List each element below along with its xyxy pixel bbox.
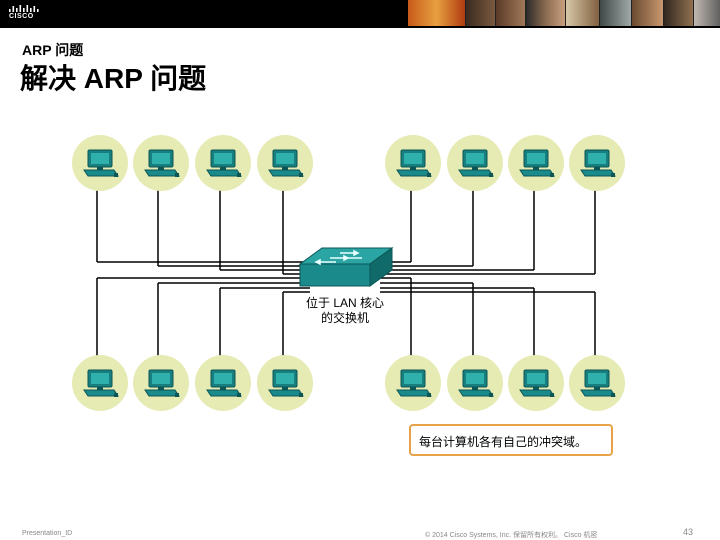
host-computer <box>385 135 441 191</box>
collision-domain-callout: 每台计算机各有自己的冲突域。 <box>409 424 613 456</box>
banner-photo <box>600 0 632 26</box>
host-computer <box>447 355 503 411</box>
host-computer <box>569 355 625 411</box>
banner-photo <box>496 0 526 26</box>
host-group-top <box>72 135 625 191</box>
slide-title: 解决 ARP 问题 <box>20 63 207 94</box>
host-computer <box>72 355 128 411</box>
banner-photos <box>408 0 720 26</box>
footer-copyright: © 2014 Cisco Systems, Inc. 保留所有权利。 Cisco… <box>425 532 598 539</box>
footer-presentation-id: Presentation_ID <box>22 530 73 537</box>
host-computer <box>257 355 313 411</box>
host-computer <box>133 355 189 411</box>
banner-photo <box>526 0 566 26</box>
banner-photo <box>664 0 694 26</box>
banner-photo <box>566 0 600 26</box>
banner-photo <box>466 0 496 26</box>
host-group-bottom <box>72 355 625 411</box>
footer-page-number: 43 <box>683 527 694 537</box>
switch-icon <box>298 247 394 287</box>
banner-photo <box>408 0 466 26</box>
cisco-logo-icon <box>9 5 39 12</box>
host-computer <box>508 355 564 411</box>
cisco-logo-text: CISCO <box>9 13 34 20</box>
host-computer <box>508 135 564 191</box>
host-computer <box>447 135 503 191</box>
host-computer <box>257 135 313 191</box>
host-computer <box>72 135 128 191</box>
slide-subtitle: ARP 问题 <box>22 42 84 58</box>
host-computer <box>385 355 441 411</box>
network-diagram <box>72 135 625 411</box>
host-computer <box>133 135 189 191</box>
host-computer <box>195 355 251 411</box>
host-computer <box>569 135 625 191</box>
switch-label: 位于 LAN 核心 的交换机 <box>300 296 390 326</box>
host-computer <box>195 135 251 191</box>
switch-label-line2: 的交换机 <box>320 311 369 325</box>
switch-label-line1: 位于 LAN 核心 <box>305 296 384 310</box>
top-banner: CISCO <box>0 0 720 28</box>
banner-photo <box>632 0 664 26</box>
banner-photo <box>694 0 720 26</box>
